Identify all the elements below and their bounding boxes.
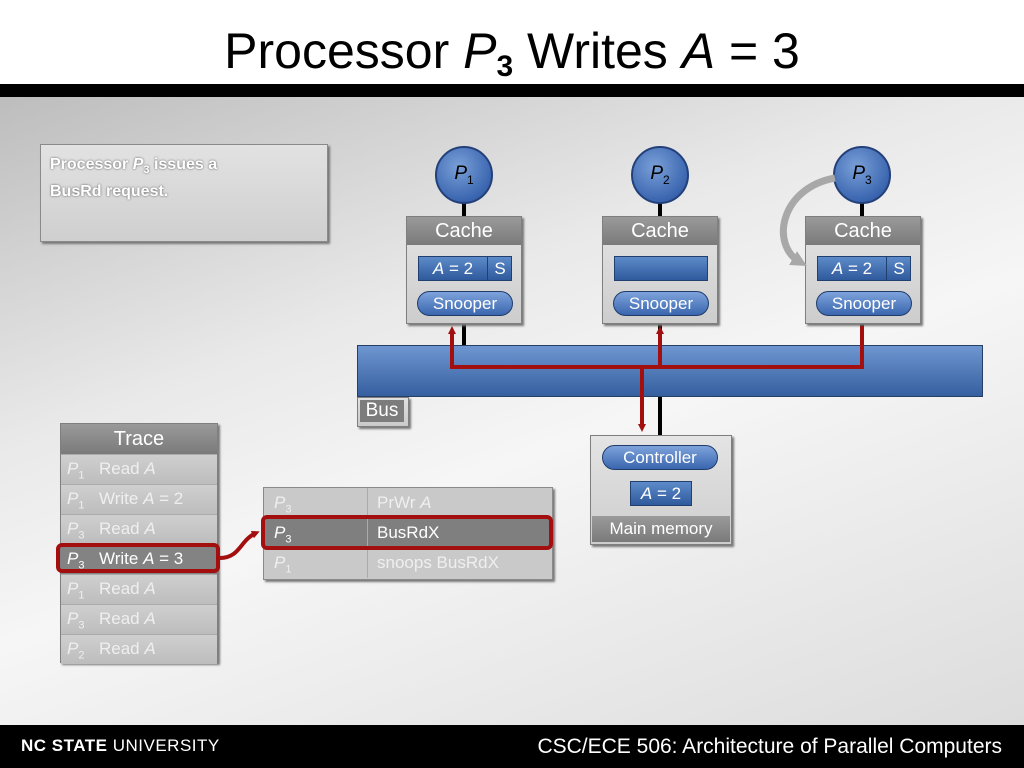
trace-row: P1 Read A bbox=[61, 574, 217, 604]
trace-op: Read A bbox=[99, 609, 156, 628]
trace-proc: P1 bbox=[67, 579, 85, 602]
trace-to-event-arrow bbox=[219, 530, 260, 560]
cache-p3: Cache A = 2 S Snooper bbox=[805, 216, 921, 324]
trace-row: P3 Read A bbox=[61, 604, 217, 634]
event-name: snoops BusRdX bbox=[377, 553, 499, 572]
p3-write-arrow bbox=[779, 174, 836, 266]
cache-line: A = 2 S bbox=[817, 256, 911, 281]
trace-proc: P1 bbox=[67, 489, 85, 512]
course-title: CSC/ECE 506: Architecture of Parallel Co… bbox=[537, 735, 1002, 758]
title-divider bbox=[0, 84, 1024, 97]
event-name: PrWr A bbox=[377, 493, 432, 512]
cache-title: Cache bbox=[603, 217, 717, 245]
trace-row: P3 Read A bbox=[61, 514, 217, 544]
p2-connector bbox=[658, 200, 662, 216]
cache-title: Cache bbox=[806, 217, 920, 245]
trace-proc: P3 bbox=[67, 549, 85, 572]
event-row: P3 BusRdX bbox=[264, 518, 552, 548]
event-proc: P1 bbox=[274, 553, 292, 576]
trace-op: Read A bbox=[99, 579, 156, 598]
bus-label-box: Bus bbox=[357, 397, 409, 427]
cache-p2: Cache Snooper bbox=[602, 216, 718, 324]
bus-label: Bus bbox=[360, 400, 404, 422]
processor-p1: P1 bbox=[435, 146, 493, 204]
trace-row: P1 Read A bbox=[61, 454, 217, 484]
p1-connector bbox=[462, 200, 466, 216]
footer-bar bbox=[0, 725, 1024, 768]
event-proc: P3 bbox=[274, 493, 292, 516]
snooper: Snooper bbox=[816, 291, 912, 316]
trace-op: Write A = 2 bbox=[99, 489, 184, 508]
cache-title: Cache bbox=[407, 217, 521, 245]
cache-line bbox=[614, 256, 708, 281]
trace-op: Read A bbox=[99, 639, 156, 658]
processor-p2: P2 bbox=[631, 146, 689, 204]
university-logo: NC STATE UNIVERSITY bbox=[21, 736, 220, 755]
cache-p1: Cache A = 2 S Snooper bbox=[406, 216, 522, 324]
trace-proc: P1 bbox=[67, 459, 85, 482]
trace-proc: P3 bbox=[67, 519, 85, 542]
trace-op: Read A bbox=[99, 519, 156, 538]
memory-label: Main memory bbox=[592, 516, 730, 542]
snooper: Snooper bbox=[417, 291, 513, 316]
main-memory: Controller A = 2 Main memory bbox=[590, 435, 732, 545]
bus bbox=[357, 345, 983, 397]
trace-row: P2 Read A bbox=[61, 634, 217, 664]
trace-proc: P3 bbox=[67, 609, 85, 632]
memory-controller: Controller bbox=[602, 445, 718, 470]
cache-state: S bbox=[487, 257, 512, 280]
event-row: P3 PrWr A bbox=[264, 488, 552, 518]
cache1-bus-line bbox=[462, 323, 466, 345]
snooper: Snooper bbox=[613, 291, 709, 316]
event-row: P1 snoops BusRdX bbox=[264, 548, 552, 578]
p3-connector bbox=[860, 200, 864, 216]
cache-line: A = 2 S bbox=[418, 256, 512, 281]
event-proc: P3 bbox=[274, 523, 292, 546]
memory-value: A = 2 bbox=[630, 481, 692, 506]
busrdx-route bbox=[450, 326, 864, 369]
trace-highlight bbox=[56, 543, 220, 573]
slide-title: Processor P3 Writes A = 3 bbox=[224, 23, 800, 83]
event-name: BusRdX bbox=[377, 523, 440, 542]
trace-op: Write A = 3 bbox=[99, 549, 184, 568]
trace-op: Read A bbox=[99, 459, 156, 478]
trace-title: Trace bbox=[61, 424, 217, 454]
explanation-note: Processor P3 issues a BusRd request. bbox=[40, 144, 328, 242]
event-highlight bbox=[261, 515, 553, 550]
cache-state: S bbox=[886, 257, 911, 280]
trace-proc: P2 bbox=[67, 639, 85, 662]
trace-row: P1 Write A = 2 bbox=[61, 484, 217, 514]
memory-bus-line bbox=[658, 397, 662, 435]
